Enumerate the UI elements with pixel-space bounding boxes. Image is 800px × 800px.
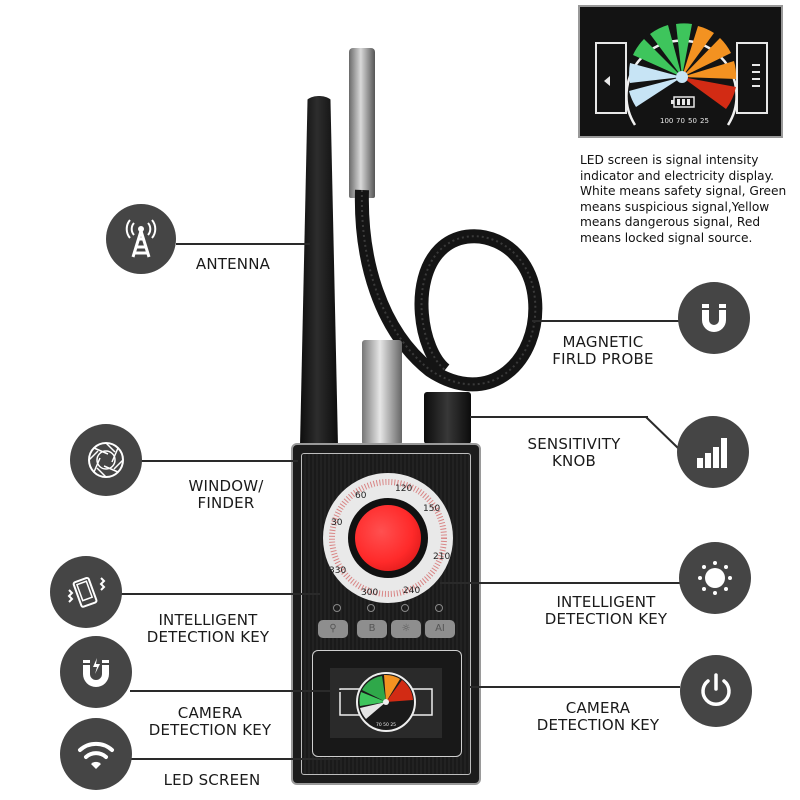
camera-left-callout-icon [60,636,132,708]
led-display-illustration: 100 70 50 25 [578,5,783,138]
svg-text:150: 150 [423,504,440,514]
indicator-led [333,604,341,612]
led-screen-callout-icon [60,718,132,790]
camera-right-label: CAMERA DETECTION KEY [536,699,660,734]
red-lens [355,505,421,571]
svg-text:210: 210 [433,552,450,562]
svg-text:25: 25 [700,117,709,125]
led-caption: LED screen is signal intensity indicator… [580,153,787,245]
key-intelligent-detection[interactable]: ⚲ [318,620,348,638]
gooseneck-cable [354,189,543,392]
magnetic-probe-label: MAGNETIC FIRLD PROBE [552,333,654,368]
camera-left-label: CAMERA DETECTION KEY [148,704,272,739]
key-camera-detection[interactable]: B [357,620,387,638]
indicator-led [401,604,409,612]
callout-line-magnetic [532,320,680,322]
intelligent-right-label: INTELLIGENT DETECTION KEY [544,593,668,628]
callout-line-camera-right [470,686,680,688]
led-screen-label: LED SCREEN [163,771,261,789]
callout-line-sensitivity [470,416,648,418]
window-finder-label: WINDOW/ FINDER [188,477,264,512]
svg-text:240: 240 [403,586,420,596]
dial-scale: 60 120 150 210 240 300 330 30 [329,479,450,598]
sensitivity-label: SENSITIVITY KNOB [527,435,621,470]
sensitivity-callout-icon [677,416,749,488]
antenna-label: ANTENNA [195,255,271,273]
magnetic-probe-callout-icon [678,282,750,354]
camera-right-callout-icon [680,655,752,727]
wifi-icon [78,741,114,769]
key-ai[interactable]: AI [425,620,455,638]
indicator-led [435,604,443,612]
gauge-scale-100: 100 [660,117,673,125]
magnet-icon [702,304,726,332]
callout-line-intelligent-left [120,593,320,595]
callout-line-intelligent-right [440,582,680,584]
radio-tower-icon [125,219,157,258]
magnet-bolt-icon [83,658,109,687]
svg-text:60: 60 [355,491,367,501]
window-finder-callout-icon [70,424,142,496]
callout-line-led-screen [130,758,340,760]
intelligent-left-callout-icon [50,556,122,628]
antenna [300,96,338,446]
callout-line-window [138,460,298,462]
power-icon [701,673,731,706]
svg-text:120: 120 [395,484,412,494]
intelligent-left-label: INTELLIGENT DETECTION KEY [146,611,270,646]
callout-line-camera-left [130,690,348,692]
svg-text:50: 50 [688,117,697,125]
probe-connector [362,340,402,445]
vibrating-phone-icon [67,576,106,608]
callout-line-sensitivity-diag [645,416,679,449]
aperture-icon [88,442,124,478]
svg-text:70: 70 [676,117,685,125]
brightness-icon [698,561,732,595]
sensitivity-knob[interactable] [424,392,471,444]
probe-tip [349,48,375,198]
callout-line-antenna [176,243,310,245]
svg-text:30: 30 [331,518,343,528]
mini-gauge-icon: 70 50 25 [339,672,433,732]
svg-text:300: 300 [361,588,378,598]
intelligent-right-callout-icon [679,542,751,614]
signal-gauge-icon: 100 70 50 25 [595,23,768,126]
indicator-led [367,604,375,612]
key-brightness[interactable]: ☼ [391,620,421,638]
svg-text:330: 330 [329,566,346,576]
antenna-callout-icon [106,204,176,274]
signal-bars-icon [697,438,727,468]
svg-text:70 50 25: 70 50 25 [376,722,396,728]
